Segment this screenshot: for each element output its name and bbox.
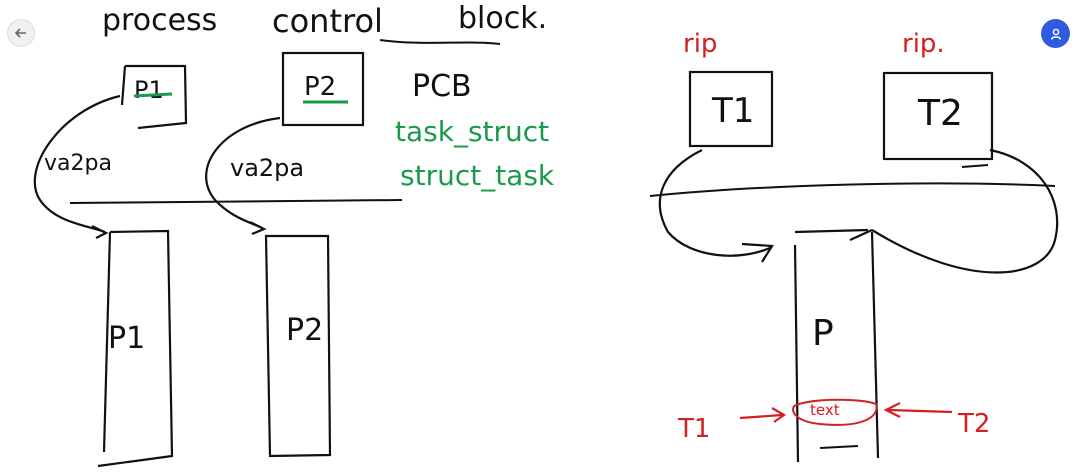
pcb-box-p1-label: P1 (134, 76, 164, 104)
process-column-p1: P1 (97, 229, 174, 468)
va2pa-label-2: va2pa (230, 154, 304, 182)
pointer-t2-arrow (887, 408, 953, 414)
profile-button[interactable] (1041, 19, 1070, 48)
thread-loop-left (658, 149, 773, 257)
process-p-label: P (812, 313, 834, 354)
title-process: process (102, 3, 217, 38)
loop-arrow-head-right (849, 228, 873, 242)
pcb-box-p2-label: P2 (304, 72, 336, 102)
text-segment-label: text (810, 401, 840, 419)
thread-box-t2: T2 (882, 71, 994, 168)
va2pa-arrow-1 (33, 94, 121, 234)
arrow-head-1 (91, 225, 109, 239)
thread-t2-label: T2 (917, 93, 963, 134)
struct-task-text: struct_task (400, 159, 555, 192)
process-column-p2: P2 (264, 234, 332, 458)
rip-label-1: rip (683, 29, 717, 59)
user-icon (1050, 28, 1061, 40)
rip-label-2: rip. (902, 29, 945, 59)
pcb-box-p1: P1 (120, 64, 188, 130)
pointer-t1-arrow (739, 413, 783, 420)
va2pa-arrow-2 (205, 116, 281, 229)
arrow-head-2 (249, 221, 267, 236)
arrow-left-icon (14, 28, 26, 38)
title-control: control (272, 2, 383, 40)
va2pa-label-1: va2pa (44, 151, 112, 176)
process-column-p: P (793, 228, 880, 463)
text-segment: text (792, 398, 878, 426)
divider-line (69, 199, 403, 204)
task-struct-text: task_struct (395, 115, 549, 148)
thread-divider-line (649, 182, 1056, 197)
pointer-t1-label: T1 (677, 414, 710, 444)
title-block: block. (458, 1, 547, 36)
title-underline (379, 39, 501, 45)
process-p1-label: P1 (108, 321, 145, 356)
thread-loop-right (871, 148, 1059, 274)
loop-arrow-head-left (741, 242, 774, 263)
pointer-t2-label: T2 (957, 409, 990, 439)
pcb-box-p2: P2 (281, 51, 365, 127)
process-p2-label: P2 (286, 313, 323, 348)
thread-t1-label: T1 (711, 91, 754, 131)
back-button[interactable] (7, 19, 35, 47)
p1-green-underline (133, 92, 173, 98)
pcb-label: PCB (412, 69, 472, 104)
thread-box-t1: T1 (688, 70, 774, 148)
